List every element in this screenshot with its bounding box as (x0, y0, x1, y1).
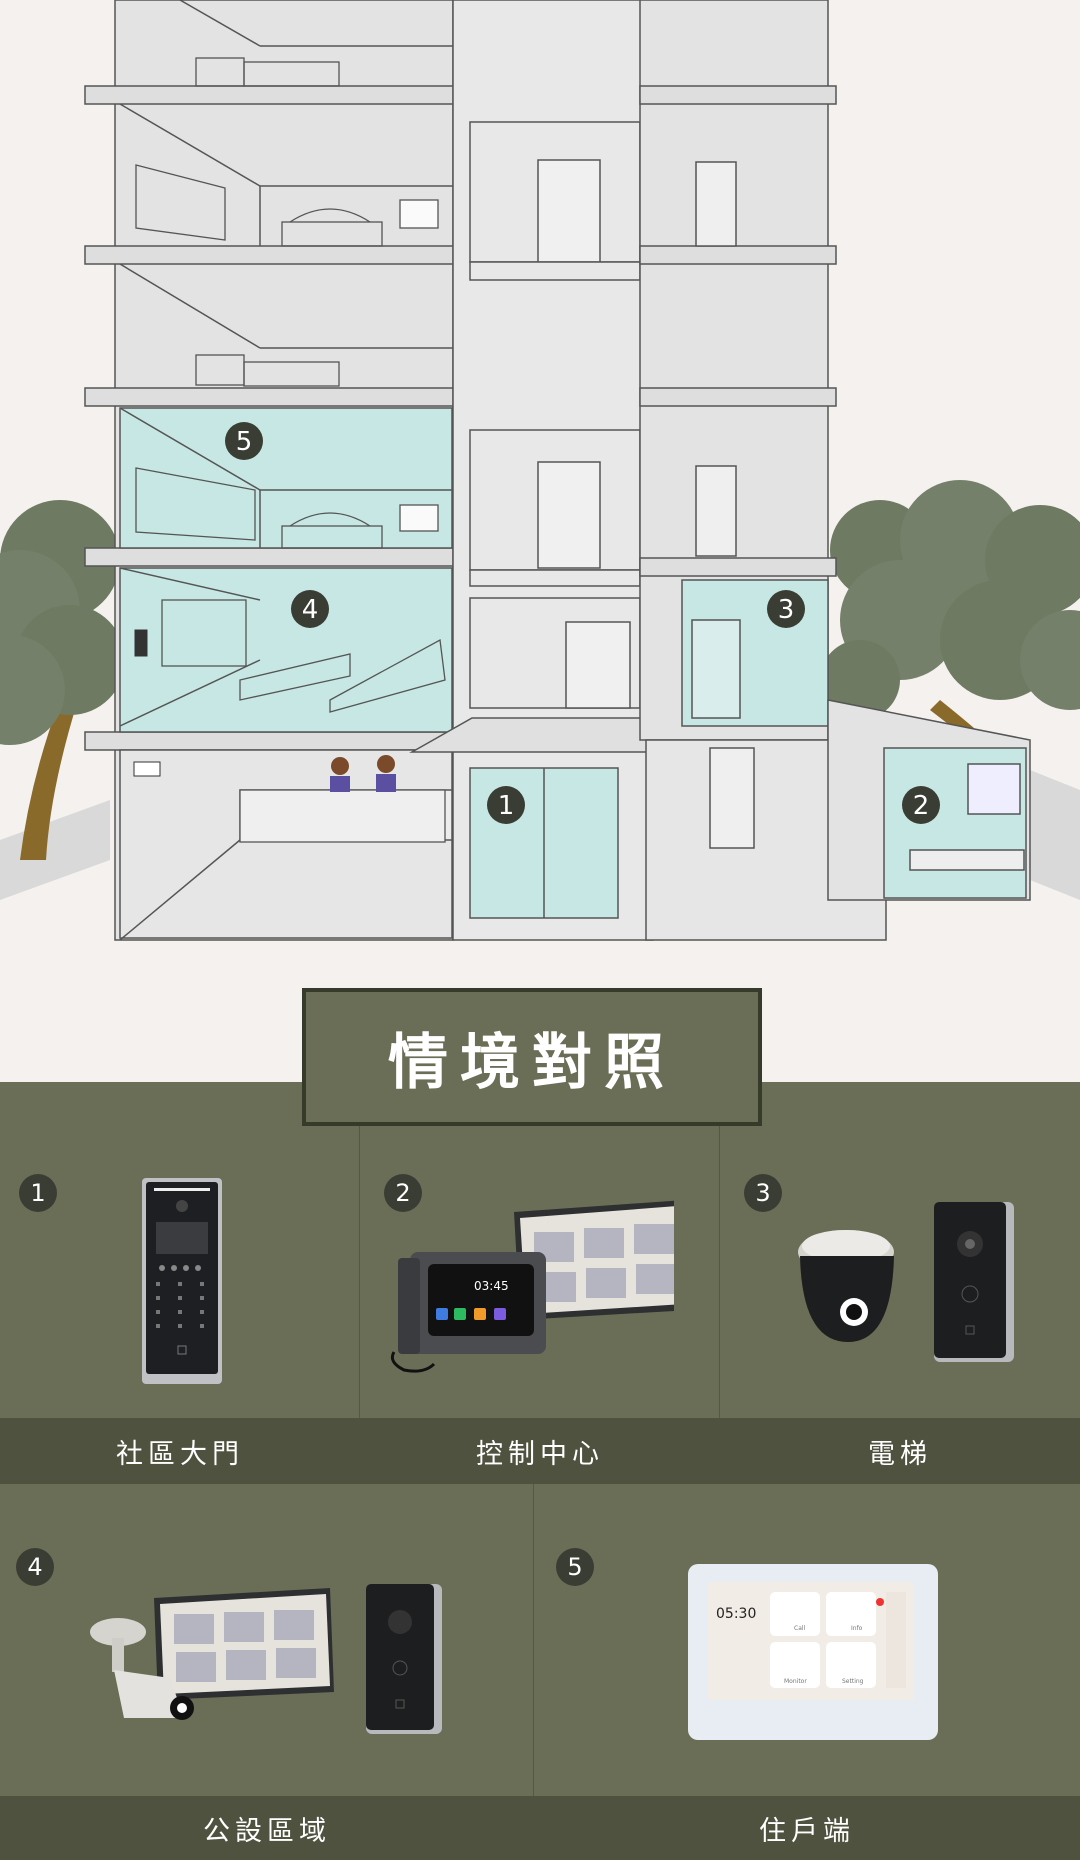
indoor-touch-monitor-icon: 05:30 Call Info Monitor Setting (688, 1564, 938, 1740)
section-title: 情境對照 (302, 988, 762, 1126)
scenario-number: 5 (556, 1548, 594, 1586)
building-illustration: 1 2 3 4 5 (0, 0, 1080, 941)
building-marker-3: 3 (767, 590, 805, 628)
svg-text:5: 5 (236, 427, 253, 457)
building-left-tower (84, 0, 454, 941)
scenario-card-5: 5 05:30 Call Info Monitor Setting (534, 1484, 1080, 1796)
svg-text:05:30: 05:30 (716, 1606, 756, 1622)
door-station-icon (934, 1202, 1014, 1362)
scenario-number: 4 (16, 1548, 54, 1586)
building-marker-2: 2 (902, 786, 940, 824)
svg-text:3: 3 (778, 595, 795, 625)
receptionists (330, 755, 396, 792)
master-station-monitor-icon: 03:45 (390, 1200, 674, 1373)
building-center (409, 0, 708, 941)
scenario-panel: 1 2 03:45 3 (0, 1082, 1080, 1860)
building-marker-5: 5 (225, 422, 263, 460)
svg-text:1: 1 (498, 791, 515, 821)
outdoor-keypad-panel-icon (142, 1178, 222, 1384)
scenario-card-1: 1 (0, 1082, 360, 1418)
scenario-label-3: 電梯 (720, 1418, 1080, 1484)
svg-text:03:45: 03:45 (474, 1279, 509, 1293)
scenario-card-2: 2 03:45 (360, 1082, 720, 1418)
dome-camera-icon (798, 1230, 894, 1342)
furniture-sketches (135, 57, 446, 843)
tree-left (0, 500, 125, 860)
svg-text:4: 4 (302, 595, 319, 625)
scenario-label-2: 控制中心 (360, 1418, 720, 1484)
svg-text:Setting: Setting (842, 1678, 864, 1685)
scenario-label-1: 社區大門 (0, 1418, 360, 1484)
scenario-card-4: 4 (0, 1484, 534, 1796)
svg-text:Info: Info (851, 1625, 863, 1632)
scenario-label-4: 公設區域 (0, 1796, 534, 1860)
svg-text:Monitor: Monitor (784, 1678, 807, 1685)
building-marker-4: 4 (291, 590, 329, 628)
camera-monitor-door-station-icon (90, 1584, 442, 1734)
scenario-number: 2 (384, 1174, 422, 1212)
building-marker-1: 1 (487, 786, 525, 824)
scenario-number: 3 (744, 1174, 782, 1212)
svg-text:2: 2 (913, 791, 930, 821)
scenario-number: 1 (19, 1174, 57, 1212)
svg-text:Call: Call (794, 1625, 806, 1632)
scenario-card-3: 3 (720, 1082, 1080, 1418)
scenario-label-5: 住戶端 (534, 1796, 1080, 1860)
